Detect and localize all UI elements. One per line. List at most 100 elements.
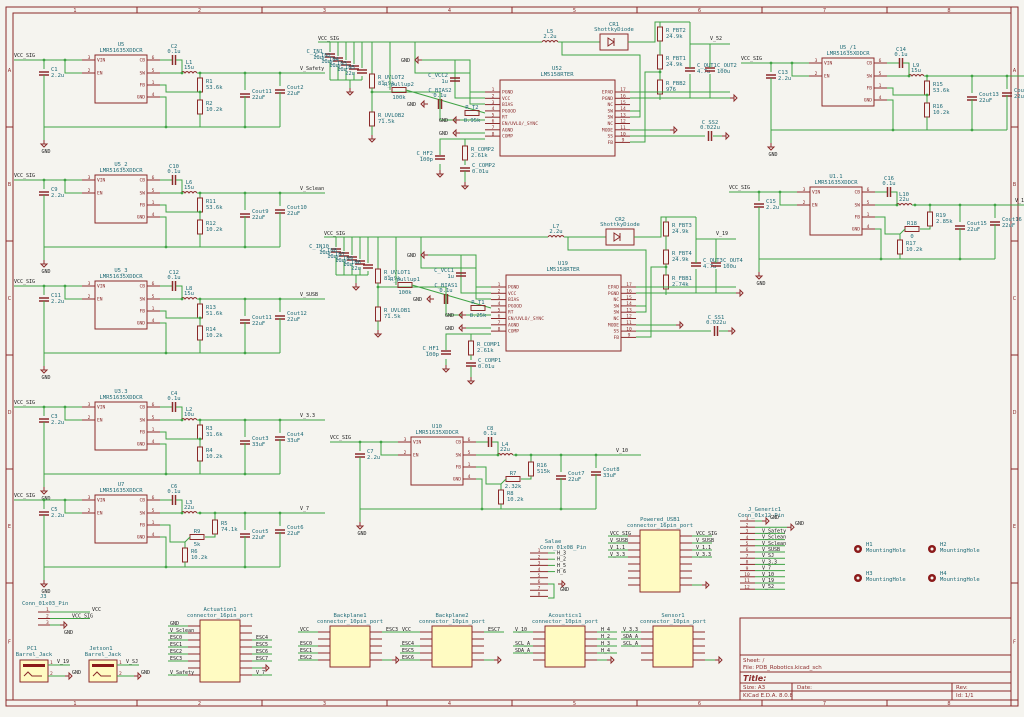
pin-name: EN [812,203,818,209]
wire [411,284,492,309]
resistor-ref: R6 [191,549,198,555]
pin-name: RT [502,115,508,121]
capacitor-ref: Cout4 [287,432,304,438]
capacitor-value: 22uF [287,531,300,537]
capacitor-ref: Cout6 [287,525,304,531]
mounting-hole-center [856,547,860,551]
inductor-coil [180,71,198,74]
net-label: ESC4 [402,641,414,647]
pin-name: VIN [97,284,106,290]
pin-number: 7 [492,125,495,131]
ground-icon [787,522,795,532]
capacitor-ref: C14 [896,47,907,53]
wire [176,499,183,513]
connector-value: connector_16pin_port [627,523,693,529]
pin-number: 4 [867,224,870,230]
capacitor-ref: C4 [171,391,178,397]
resistor-ref: R17 [906,241,916,247]
capacitor-ref: C_IN1 [306,49,323,55]
junction [164,125,168,129]
tb-sheet: Sheet: / [743,658,765,664]
pin-number: 10 [620,131,626,137]
resistor-body [657,26,663,42]
pin-number: 7 [538,585,541,591]
wire [160,310,200,319]
capacitor-ref: C6 [171,484,178,490]
ground-icon [466,377,476,385]
junction [164,565,168,569]
junction [480,507,484,511]
capacitor-value: 22uF [252,215,265,221]
tb-date: Date: [797,685,812,691]
junction [180,511,184,515]
resistor-value: 71.5k [384,314,401,320]
pin-number: 5 [498,307,501,313]
pin-number: 6 [152,55,155,61]
inductor-value: 15u [184,291,194,297]
net-label: V_Safety [762,528,786,534]
capacitor-ref: Cout15 [967,221,987,227]
ground-symbol [558,579,566,589]
pin-number: 3 [492,100,495,106]
pin-number: 1 [468,462,471,468]
capacitor-value: 0.022u [700,125,720,131]
capacitor-value: 22uF [252,95,265,101]
mounting-hole-center [930,576,934,580]
pin-number: 1 [879,83,882,89]
pin-number: 1 [152,200,155,206]
ground-icon [558,579,566,589]
capacitor-ref: Cout13 [979,92,999,98]
net-label: V_10 [515,627,527,633]
zone-label-left: C [8,296,12,302]
ic-part: LMR51635XDDCR [99,48,143,54]
net-label: VCC_SIG [610,531,631,537]
wire [160,84,200,93]
wire [875,216,906,235]
pin-number: 2 [538,554,541,560]
diode-icon [607,37,615,47]
pin-number: 5 [152,294,155,300]
mounting-hole-value: MountingHole [866,577,906,583]
capacitor-value: 2.2u [51,73,64,79]
junction [164,351,168,355]
wire [439,138,485,155]
connector-value: connector_10pin_port [532,619,598,625]
wire [176,406,183,420]
capacitor-value: 100p [426,352,439,358]
net-label: ESC3 [170,656,182,662]
net-label: GND [795,521,804,527]
pin-name: NC [607,102,613,108]
zone-label-top: 2 [198,8,201,14]
pin-number: 5 [152,188,155,194]
net-label-vin: VCC_SIG [729,185,750,191]
zone-label-top: 3 [323,8,326,14]
junction [958,257,962,261]
connector-ref: Actuation1 [203,607,236,613]
connector-value: Conn_01x12_Pin [738,513,784,519]
capacitor-value: 2.2u [51,299,64,305]
ground-symbol [262,663,270,673]
ic-part: LM5158RTER [546,267,580,273]
ground-icon [676,320,684,330]
ground-icon [262,663,270,673]
pin-name: EN [97,297,103,303]
resistor-ref: R_FBT3 [672,223,692,229]
capacitor-ref: C_IN5 [338,65,355,71]
junction [42,498,46,502]
ground-icon [414,55,422,65]
net-label: ESC6 [256,649,268,655]
net-label: SDA_A [515,648,530,654]
wire [454,60,485,99]
connector-ref: Jetson1 [89,646,112,652]
inductor-coil [547,235,565,238]
resistor-ref: R16 [933,104,943,110]
